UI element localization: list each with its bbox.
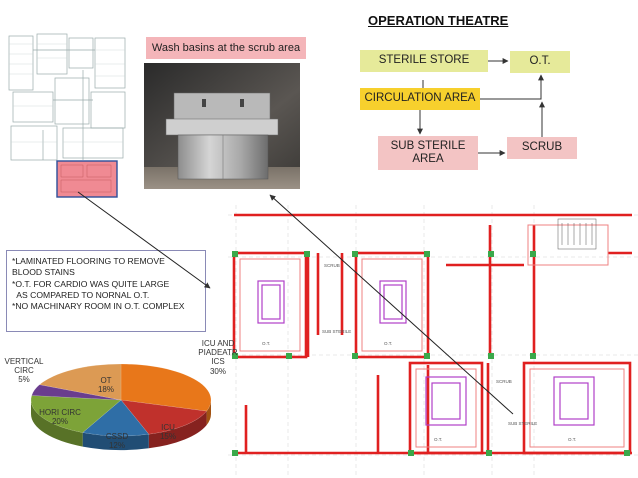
pie-slice [31,384,122,401]
pie-slice-side [148,411,207,449]
plan-label-sub-sterile: SUB STERILE [508,421,537,426]
note-line: BLOOD STAINS [12,267,75,278]
pie-slice [120,363,212,412]
flow-box-circulation-area: CIRCULATION AREA [360,88,480,110]
pie-slice [82,399,150,437]
pie-slice-side [82,432,149,450]
flow-box-sterile-store: STERILE STORE [360,50,488,72]
site-plan-thumbnail [8,33,126,198]
note-line: *O.T. FOR CARDIO WAS QUITE LARGE [12,278,170,289]
sub-sterile-line2: AREA [412,153,444,165]
pie-chart [30,363,212,450]
pie-slice-side [206,400,211,426]
pie-slice [120,399,208,435]
note-line: *LAMINATED FLOORING TO REMOVE [12,256,165,266]
notes-box: *LAMINATED FLOORING TO REMOVE BLOOD STAI… [6,250,206,332]
photo-caption: Wash basins at the scrub area [146,37,306,59]
plan-label-scrub: SCRUB [324,263,340,268]
plan-label-ot: O.T. [568,437,576,442]
flow-box-scrub: SCRUB [507,137,577,159]
flow-box-ot: O.T. [510,51,570,73]
page-title: OPERATION THEATRE [368,13,509,28]
plan-label-sub-sterile: SUB STERILE [322,329,351,334]
ot-floor-plan: O.T. O.T. O.T. O.T. SUB STERILE SUB STER… [228,205,638,478]
plan-label-ot: O.T. [262,341,270,346]
plan-label-ot: O.T. [384,341,392,346]
note-line: *NO MACHINARY ROOM IN O.T. COMPLEX [12,301,185,312]
sub-sterile-line1: SUB STERILE [390,139,466,152]
pie-slice [39,363,122,401]
arrow-circulation-to-ot [480,74,544,100]
pie-slice [30,395,122,433]
plan-label-ot: O.T. [434,437,442,442]
wash-basin-photo [144,63,300,189]
note-line: AS COMPARED TO NORNAL O.T. [12,290,150,301]
pie-slice-side [31,400,83,447]
plan-label-scrub: SCRUB [496,379,512,384]
